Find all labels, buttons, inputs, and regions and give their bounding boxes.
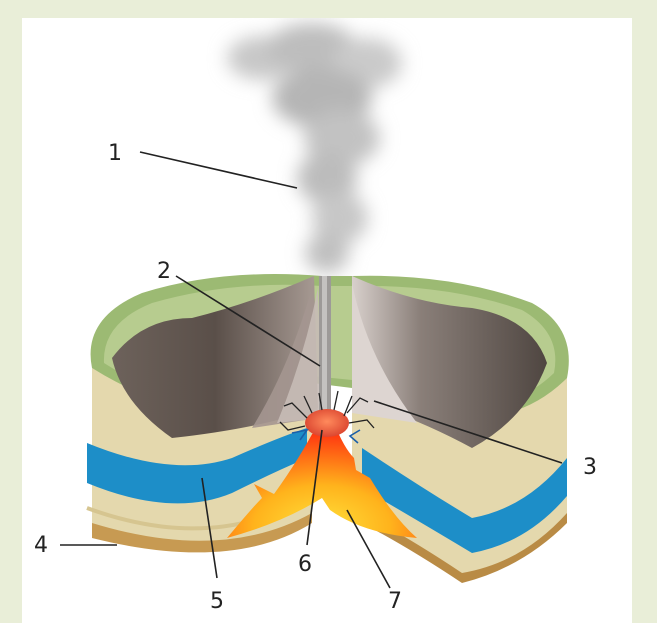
label-1: 1 xyxy=(108,141,122,166)
label-6: 6 xyxy=(298,552,312,577)
label-5: 5 xyxy=(210,589,224,614)
label-4: 4 xyxy=(34,533,48,558)
conduit-highlight xyxy=(322,276,327,416)
label-7: 7 xyxy=(388,589,402,614)
magma-body xyxy=(305,409,349,437)
label-2: 2 xyxy=(157,259,171,284)
label-3: 3 xyxy=(583,455,597,480)
phreatic-eruption-diagram: 1 2 3 4 5 6 7 xyxy=(22,18,632,623)
diagram-panel: 1 2 3 4 5 6 7 xyxy=(22,18,632,623)
steam-plume xyxy=(227,23,402,273)
leader-1 xyxy=(140,152,297,188)
